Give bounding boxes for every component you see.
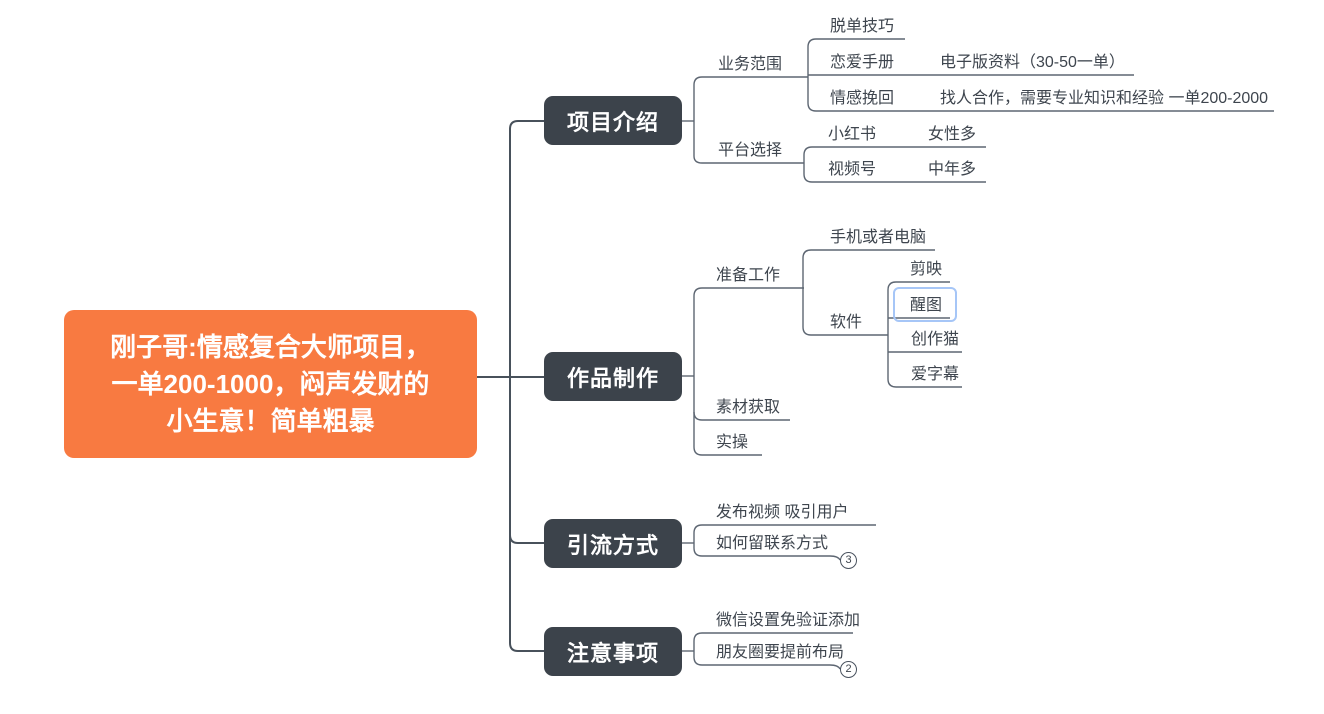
collapse-badge-contact[interactable]: 3 xyxy=(840,552,857,569)
branch-project-intro[interactable]: 项目介绍 xyxy=(544,96,682,145)
topic-wechat-no-verify[interactable]: 微信设置免验证添加 xyxy=(716,612,861,629)
topic-emotion-recovery[interactable]: 情感挽回 xyxy=(830,90,895,107)
topic-platform-selection[interactable]: 平台选择 xyxy=(718,142,783,159)
topic-preparation[interactable]: 准备工作 xyxy=(716,267,781,284)
topic-xiaohongshu[interactable]: 小红书 xyxy=(828,126,877,143)
topic-middle-aged-majority[interactable]: 中年多 xyxy=(928,161,977,178)
topic-practice[interactable]: 实操 xyxy=(716,434,749,451)
branch-traffic-methods[interactable]: 引流方式 xyxy=(544,519,682,568)
topic-female-majority[interactable]: 女性多 xyxy=(928,126,977,143)
topic-aizimu[interactable]: 爱字幕 xyxy=(911,366,960,383)
topic-shipinhao[interactable]: 视频号 xyxy=(828,161,877,178)
topic-chuangzuomao[interactable]: 创作猫 xyxy=(911,331,960,348)
topic-love-manual[interactable]: 恋爱手册 xyxy=(830,54,895,71)
topic-moments-layout[interactable]: 朋友圈要提前布局 xyxy=(716,644,845,661)
topic-business-scope[interactable]: 业务范围 xyxy=(718,56,783,73)
root-topic[interactable]: 刚子哥:情感复合大师项目， 一单200-1000，闷声发财的 小生意！简单粗暴 xyxy=(64,310,477,458)
topic-ebook-material[interactable]: 电子版资料（30-50一单） xyxy=(940,54,1125,71)
topic-xingtu-selected[interactable]: 醒图 xyxy=(910,297,943,314)
topic-leave-contact[interactable]: 如何留联系方式 xyxy=(716,535,829,552)
topic-publish-videos[interactable]: 发布视频 吸引用户 xyxy=(716,504,849,521)
topic-software[interactable]: 软件 xyxy=(830,314,863,331)
topic-phone-or-computer[interactable]: 手机或者电脑 xyxy=(830,229,927,246)
topic-dating-skills[interactable]: 脱单技巧 xyxy=(830,18,895,35)
topic-cooperation-note[interactable]: 找人合作，需要专业知识和经验 一单200-2000 xyxy=(940,90,1269,107)
branch-work-production[interactable]: 作品制作 xyxy=(544,352,682,401)
selection-ring xyxy=(893,287,957,322)
collapse-badge-moments[interactable]: 2 xyxy=(840,661,857,678)
topic-jianying[interactable]: 剪映 xyxy=(910,261,943,278)
branch-notes[interactable]: 注意事项 xyxy=(544,627,682,676)
topic-material-acquisition[interactable]: 素材获取 xyxy=(716,399,781,416)
